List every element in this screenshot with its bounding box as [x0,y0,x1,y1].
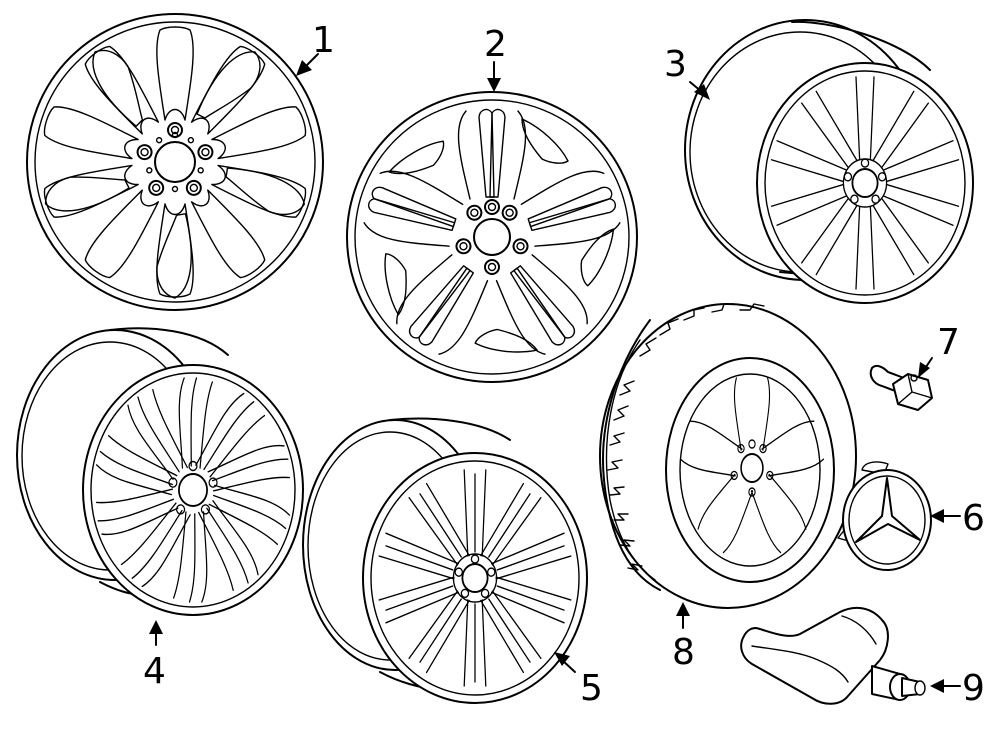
wheel-part-1[interactable] [26,13,324,311]
wheel-part-5[interactable] [302,417,588,704]
hub-cap-part-6[interactable] [837,461,932,571]
callout-7: 7 [937,322,960,363]
wheel-tire-part-8[interactable] [599,303,857,609]
callout-2: 2 [484,24,507,65]
callout-6: 6 [962,498,985,539]
callout-9: 9 [962,668,985,709]
callout-4: 4 [143,651,166,692]
valve-stem-part-7[interactable] [869,364,933,411]
callout-5: 5 [580,668,603,709]
tpms-sensor-part-9[interactable] [740,606,926,705]
wheel-part-4[interactable] [16,327,304,616]
callout-8: 8 [672,632,695,673]
leader-lines [149,53,961,693]
callout-1: 1 [312,20,335,61]
wheel-part-3[interactable] [684,19,974,304]
wheel-part-2[interactable] [346,91,638,383]
callout-3: 3 [664,44,687,85]
